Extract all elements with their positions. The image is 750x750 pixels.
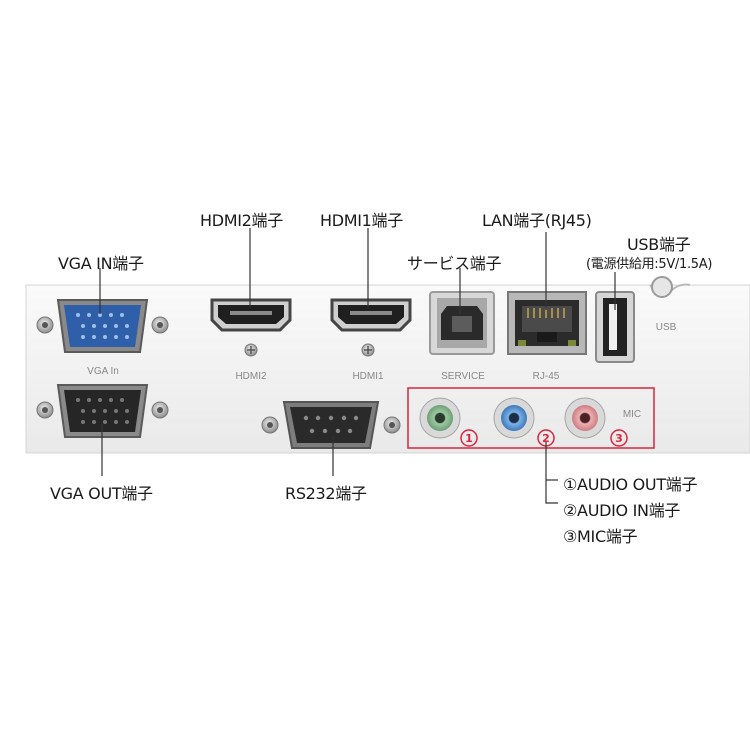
rj45-port[interactable] [507, 291, 587, 355]
rj45-panel-text: RJ-45 [533, 371, 560, 382]
hdmi1-panel-text: HDMI1 [352, 371, 384, 382]
leader-lines [99, 228, 616, 504]
vga-out-port[interactable] [36, 384, 169, 438]
mic-panel-text: MIC [623, 409, 641, 420]
hdmi2-port[interactable] [210, 298, 292, 357]
badge-1: 1 [460, 429, 478, 447]
label-lan: LAN端子(RJ45) [482, 211, 592, 230]
usb-port[interactable] [595, 291, 635, 363]
svg-text:2: 2 [542, 432, 550, 445]
badge-3: 3 [610, 429, 628, 447]
svg-text:3: 3 [615, 432, 623, 445]
hdmi1-port[interactable] [330, 298, 412, 357]
mic-jack[interactable] [564, 397, 606, 439]
label-audio-in: ②AUDIO IN端子 [563, 501, 681, 520]
audio-in-jack[interactable] [493, 397, 535, 439]
label-rs232: RS232端子 [285, 484, 367, 503]
label-usb-note: (電源供給用:5V/1.5A) [586, 257, 713, 272]
label-mic: ③MIC端子 [563, 527, 638, 546]
vga-in-port[interactable] [36, 299, 169, 353]
label-vga-in: VGA IN端子 [58, 254, 144, 273]
label-audio-out: ①AUDIO OUT端子 [563, 475, 698, 494]
usb-panel-text: USB [656, 322, 677, 333]
label-vga-out: VGA OUT端子 [50, 484, 153, 503]
vga-in-panel-text: VGA In [87, 366, 119, 377]
audio-out-jack[interactable] [419, 397, 461, 439]
label-service: サービス端子 [407, 254, 502, 273]
label-usb: USB端子 [627, 235, 691, 254]
hdmi2-panel-text: HDMI2 [235, 371, 267, 382]
label-hdmi2: HDMI2端子 [200, 211, 283, 230]
service-panel-text: SERVICE [441, 371, 485, 382]
service-port[interactable] [429, 291, 495, 355]
svg-text:1: 1 [465, 432, 473, 445]
rs232-port[interactable] [261, 401, 401, 449]
audio-highlight-box [407, 387, 655, 449]
label-hdmi1: HDMI1端子 [320, 211, 403, 230]
